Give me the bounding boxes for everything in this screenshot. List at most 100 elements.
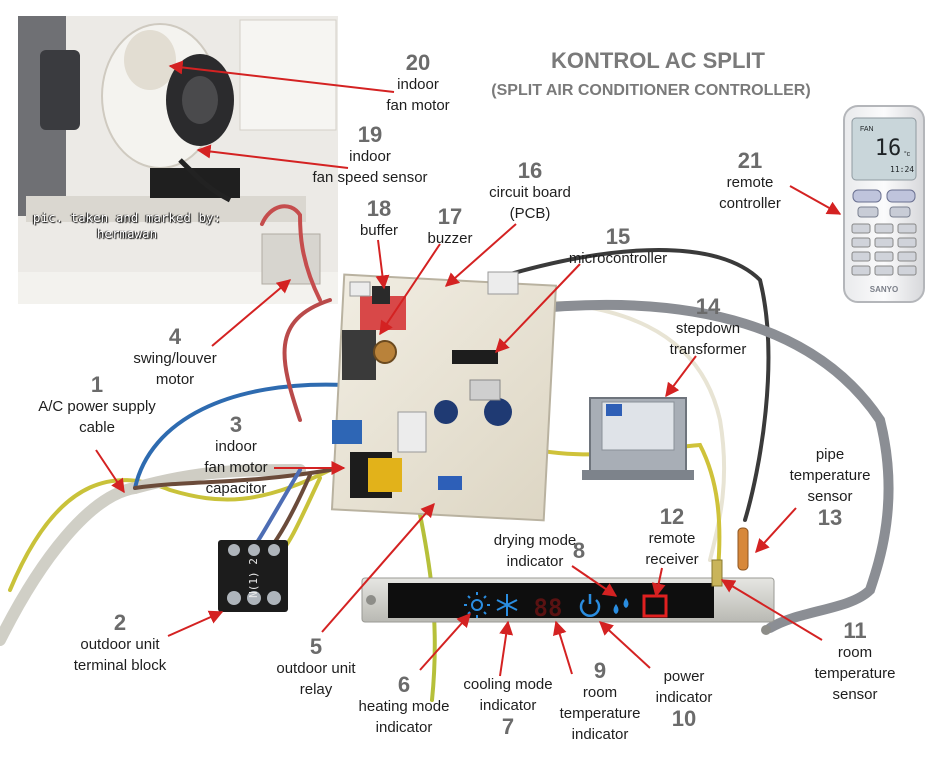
- label-text: microcontroller: [568, 250, 668, 267]
- label-text: pipe: [815, 446, 845, 463]
- label-8-number: 8: [564, 540, 594, 562]
- label-text: room: [582, 684, 618, 701]
- label-text-2: transformer: [669, 341, 747, 358]
- display-panel: 88: [361, 577, 775, 635]
- label-11-room-temp-sensor: 11 room temperature sensor: [790, 620, 920, 705]
- pipe-sensor-probe: [737, 527, 749, 571]
- label-number: 16: [517, 158, 543, 183]
- arrow-21: [789, 185, 842, 215]
- label-number: 12: [659, 504, 685, 529]
- arrow-14: [665, 355, 697, 398]
- label-14-transformer: 14 stepdown transformer: [646, 296, 770, 360]
- remote-unit: °c: [904, 150, 911, 158]
- label-21-remote-controller: 21 remote controller: [700, 150, 800, 214]
- remote-temp: 16: [875, 136, 902, 161]
- terminal-marking: N(1) 2: [247, 558, 260, 598]
- indoor-unit-photo: [18, 16, 338, 304]
- label-text: buffer: [359, 222, 399, 239]
- label-5-outdoor-relay: 5 outdoor unit relay: [256, 636, 376, 700]
- label-text-2: fan motor: [386, 97, 450, 114]
- label-12-remote-receiver: 12 remote receiver: [620, 506, 724, 570]
- arrow-1: [95, 449, 125, 494]
- arrow-15: [495, 263, 581, 354]
- label-20-fan-motor: 20 indoor fan motor: [376, 52, 460, 116]
- label-number: 15: [605, 224, 631, 249]
- label-text-2: indicator: [479, 697, 537, 714]
- label-number: 19: [357, 122, 383, 147]
- label-number: 10: [671, 706, 697, 731]
- power-icon: [579, 594, 601, 617]
- label-text-2: fan motor: [204, 459, 268, 476]
- arrow-4: [211, 279, 292, 347]
- label-text-2: temperature: [559, 705, 641, 722]
- pcb-board: [330, 271, 558, 522]
- label-8-drying-indicator: drying mode indicator: [470, 530, 600, 572]
- label-text: circuit board: [489, 184, 571, 201]
- room-sensor-probe: [711, 559, 723, 587]
- label-text-2: indicator: [506, 553, 564, 570]
- label-text-2: receiver: [645, 551, 699, 568]
- arrow-6: [419, 612, 471, 671]
- arrow-13: [755, 507, 797, 554]
- label-7-cooling-indicator: cooling mode indicator 7: [448, 674, 568, 738]
- label-number: 3: [229, 412, 243, 437]
- heating-sun-icon: [464, 592, 490, 618]
- label-10-power-indicator: power indicator 10: [634, 666, 734, 730]
- arrow-11: [720, 579, 823, 641]
- credit-line-1: pic. taken and marked by:: [32, 210, 222, 225]
- label-number: 8: [572, 538, 586, 563]
- label-text: indoor: [215, 438, 257, 455]
- label-number: 20: [405, 50, 431, 75]
- label-text: indoor: [397, 76, 439, 93]
- label-2-terminal-block: 2 outdoor unit terminal block: [40, 612, 200, 676]
- label-text: swing/louver: [133, 350, 217, 367]
- label-18-buffer: 18 buffer: [344, 198, 414, 241]
- label-13-pipe-sensor: pipe temperature sensor 13: [770, 444, 890, 529]
- label-text: drying mode: [493, 532, 577, 549]
- label-text-2: (PCB): [509, 205, 551, 222]
- label-text-2: motor: [155, 371, 195, 388]
- label-9-room-temp-indicator: 9 room temperature indicator: [550, 660, 650, 745]
- arrow-5: [321, 502, 435, 633]
- photo-credit: pic. taken and marked by: hermawan: [22, 210, 232, 242]
- label-4-swing-motor: 4 swing/louver motor: [110, 326, 240, 390]
- temperature-digits: 88: [534, 594, 563, 622]
- label-text-3: sensor: [832, 686, 878, 703]
- label-text: cooling mode: [463, 676, 553, 693]
- arrow-9: [553, 620, 573, 675]
- wiring: [0, 204, 894, 702]
- label-text-2: fan speed sensor: [312, 169, 428, 186]
- label-19-fan-speed-sensor: 19 indoor fan speed sensor: [300, 124, 440, 188]
- label-text-2: indicator: [655, 689, 713, 706]
- arrow-12: [651, 567, 666, 598]
- arrow-20: [168, 60, 395, 93]
- page-subtitle: (SPLIT AIR CONDITIONER CONTROLLER): [491, 82, 811, 99]
- label-text: stepdown: [675, 320, 741, 337]
- label-text: power: [663, 668, 705, 685]
- label-number: 1: [90, 372, 104, 397]
- label-number: 4: [168, 324, 182, 349]
- label-1-power-cable: 1 A/C power supply cable: [22, 374, 172, 438]
- arrow-17: [379, 243, 441, 336]
- arrow-10: [598, 621, 651, 669]
- arrow-8: [571, 565, 618, 597]
- drying-drops-icon: [613, 598, 629, 614]
- label-text-2: terminal block: [73, 657, 167, 674]
- annotation-arrows: [95, 60, 842, 677]
- label-number: 5: [309, 634, 323, 659]
- label-text: remote: [726, 174, 774, 191]
- arrow-7: [499, 620, 514, 677]
- label-number: 14: [695, 294, 721, 319]
- cooling-snowflake-icon: [496, 594, 518, 616]
- label-text-2: temperature: [814, 665, 896, 682]
- label-text-2: relay: [299, 681, 333, 698]
- remote-brand: SANYO: [870, 285, 898, 294]
- remote-controller-photo: 16 °c FAN 11:24 SANYO: [843, 105, 925, 303]
- label-text: indoor: [349, 148, 391, 165]
- label-3-capacitor: 3 indoor fan motor capacitor: [176, 414, 296, 499]
- label-text-3: sensor: [807, 488, 853, 505]
- label-text-3: indicator: [571, 726, 629, 743]
- label-text: A/C power supply: [38, 398, 156, 415]
